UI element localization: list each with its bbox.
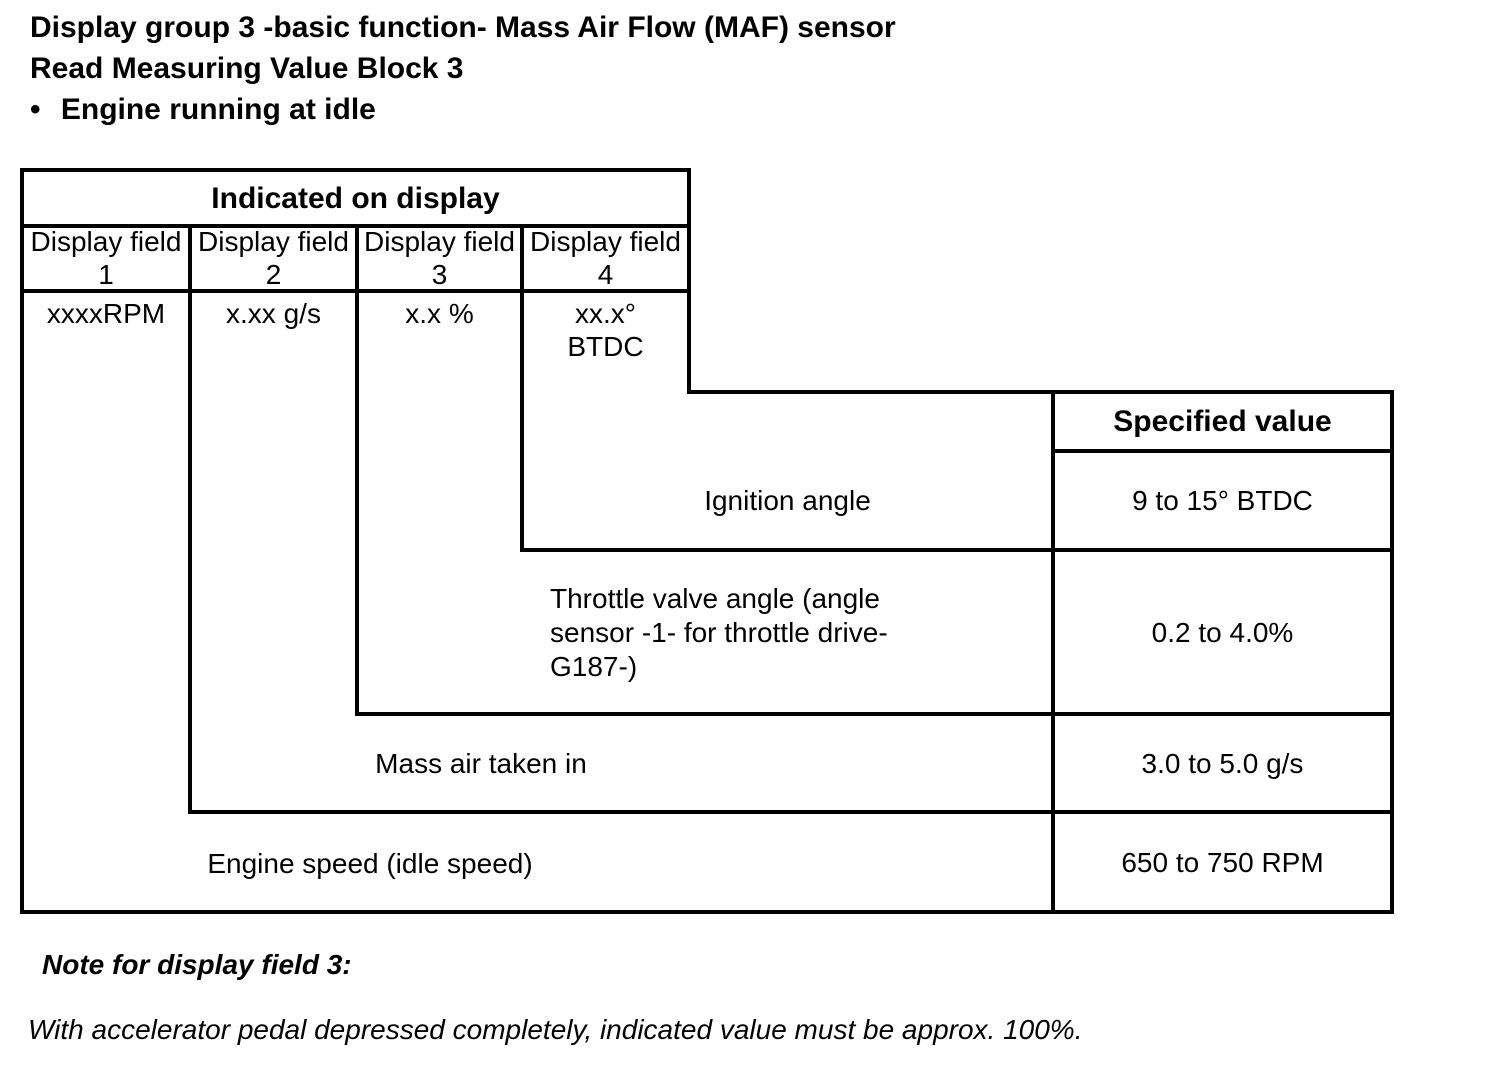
display-field-3-format: x.x % (405, 297, 474, 329)
display-field-1-header: Display field 1 (24, 226, 188, 290)
throttle-line-2: sensor -1- for throttle drive- (550, 617, 888, 648)
description-engine-speed: Engine speed (idle speed) (207, 847, 533, 879)
display-field-3-header: Display field 3 (359, 226, 520, 290)
description-ignition-angle: Ignition angle (704, 485, 871, 516)
display-field-4-format-line1: xx.x° (575, 298, 636, 329)
table-border-row1-bottom (520, 548, 1394, 552)
table-border-bottom (20, 910, 1394, 914)
table-border-row2-bottom (355, 712, 1394, 716)
table-border-col2-divider (355, 224, 359, 716)
bullet-text: Engine running at idle (60, 93, 376, 126)
table-border-col1-divider (188, 224, 192, 814)
display-field-2-header: Display field 2 (192, 226, 355, 290)
display-field-4-label: Display field (530, 226, 681, 257)
bullet-marker: • (30, 93, 41, 126)
table-border-col4-right (687, 168, 691, 394)
display-field-1-number: 1 (98, 259, 114, 290)
table-border-right (1390, 390, 1394, 914)
table-border-left (20, 168, 24, 914)
specified-value-mass-air: 3.0 to 5.0 g/s (1141, 747, 1304, 779)
note-heading: Note for display field 3: (42, 949, 352, 980)
display-field-4-header: Display field 4 (524, 226, 687, 290)
indicated-on-display-header: Indicated on display (211, 181, 500, 215)
table-border-specified-divider (1051, 390, 1055, 914)
specified-value-header: Specified value (1113, 405, 1332, 438)
display-field-4-format: xx.x° BTDC (524, 293, 687, 367)
display-field-1-label: Display field (30, 226, 182, 257)
table-border-row3-bottom (188, 810, 1394, 814)
throttle-line-1: Throttle valve angle (angle (550, 583, 880, 614)
table-border-specified-top (687, 390, 1394, 394)
display-field-4-number: 4 (597, 259, 614, 290)
display-field-2-number: 2 (265, 259, 282, 290)
throttle-line-3: G187-) (550, 651, 638, 682)
table-border-top (20, 168, 691, 172)
specified-value-engine-speed: 650 to 750 RPM (1121, 846, 1324, 878)
page-title-line2: Read Measuring Value Block 3 (30, 52, 464, 85)
page-title-line1: Display group 3 -basic function- Mass Ai… (30, 11, 896, 44)
display-field-1-format: xxxxRPM (46, 297, 166, 329)
bullet-line: • Engine running at idle (30, 93, 376, 127)
specified-value-throttle: 0.2 to 4.0% (1151, 616, 1294, 648)
display-field-3-label: Display field (364, 226, 515, 257)
display-field-2-format: x.xx g/s (226, 297, 321, 329)
note-body: With accelerator pedal depressed complet… (28, 1014, 1083, 1045)
specified-value-ignition: 9 to 15° BTDC (1132, 485, 1313, 516)
display-field-4-format-line2: BTDC (567, 331, 644, 362)
table-border-specified-header-bottom (1051, 449, 1394, 453)
description-throttle-valve: Throttle valve angle (angle sensor -1- f… (550, 582, 920, 684)
description-mass-air: Mass air taken in (375, 747, 587, 779)
display-field-2-label: Display field (198, 226, 349, 257)
table-border-col3-divider (520, 224, 524, 552)
display-field-3-number: 3 (431, 259, 448, 290)
